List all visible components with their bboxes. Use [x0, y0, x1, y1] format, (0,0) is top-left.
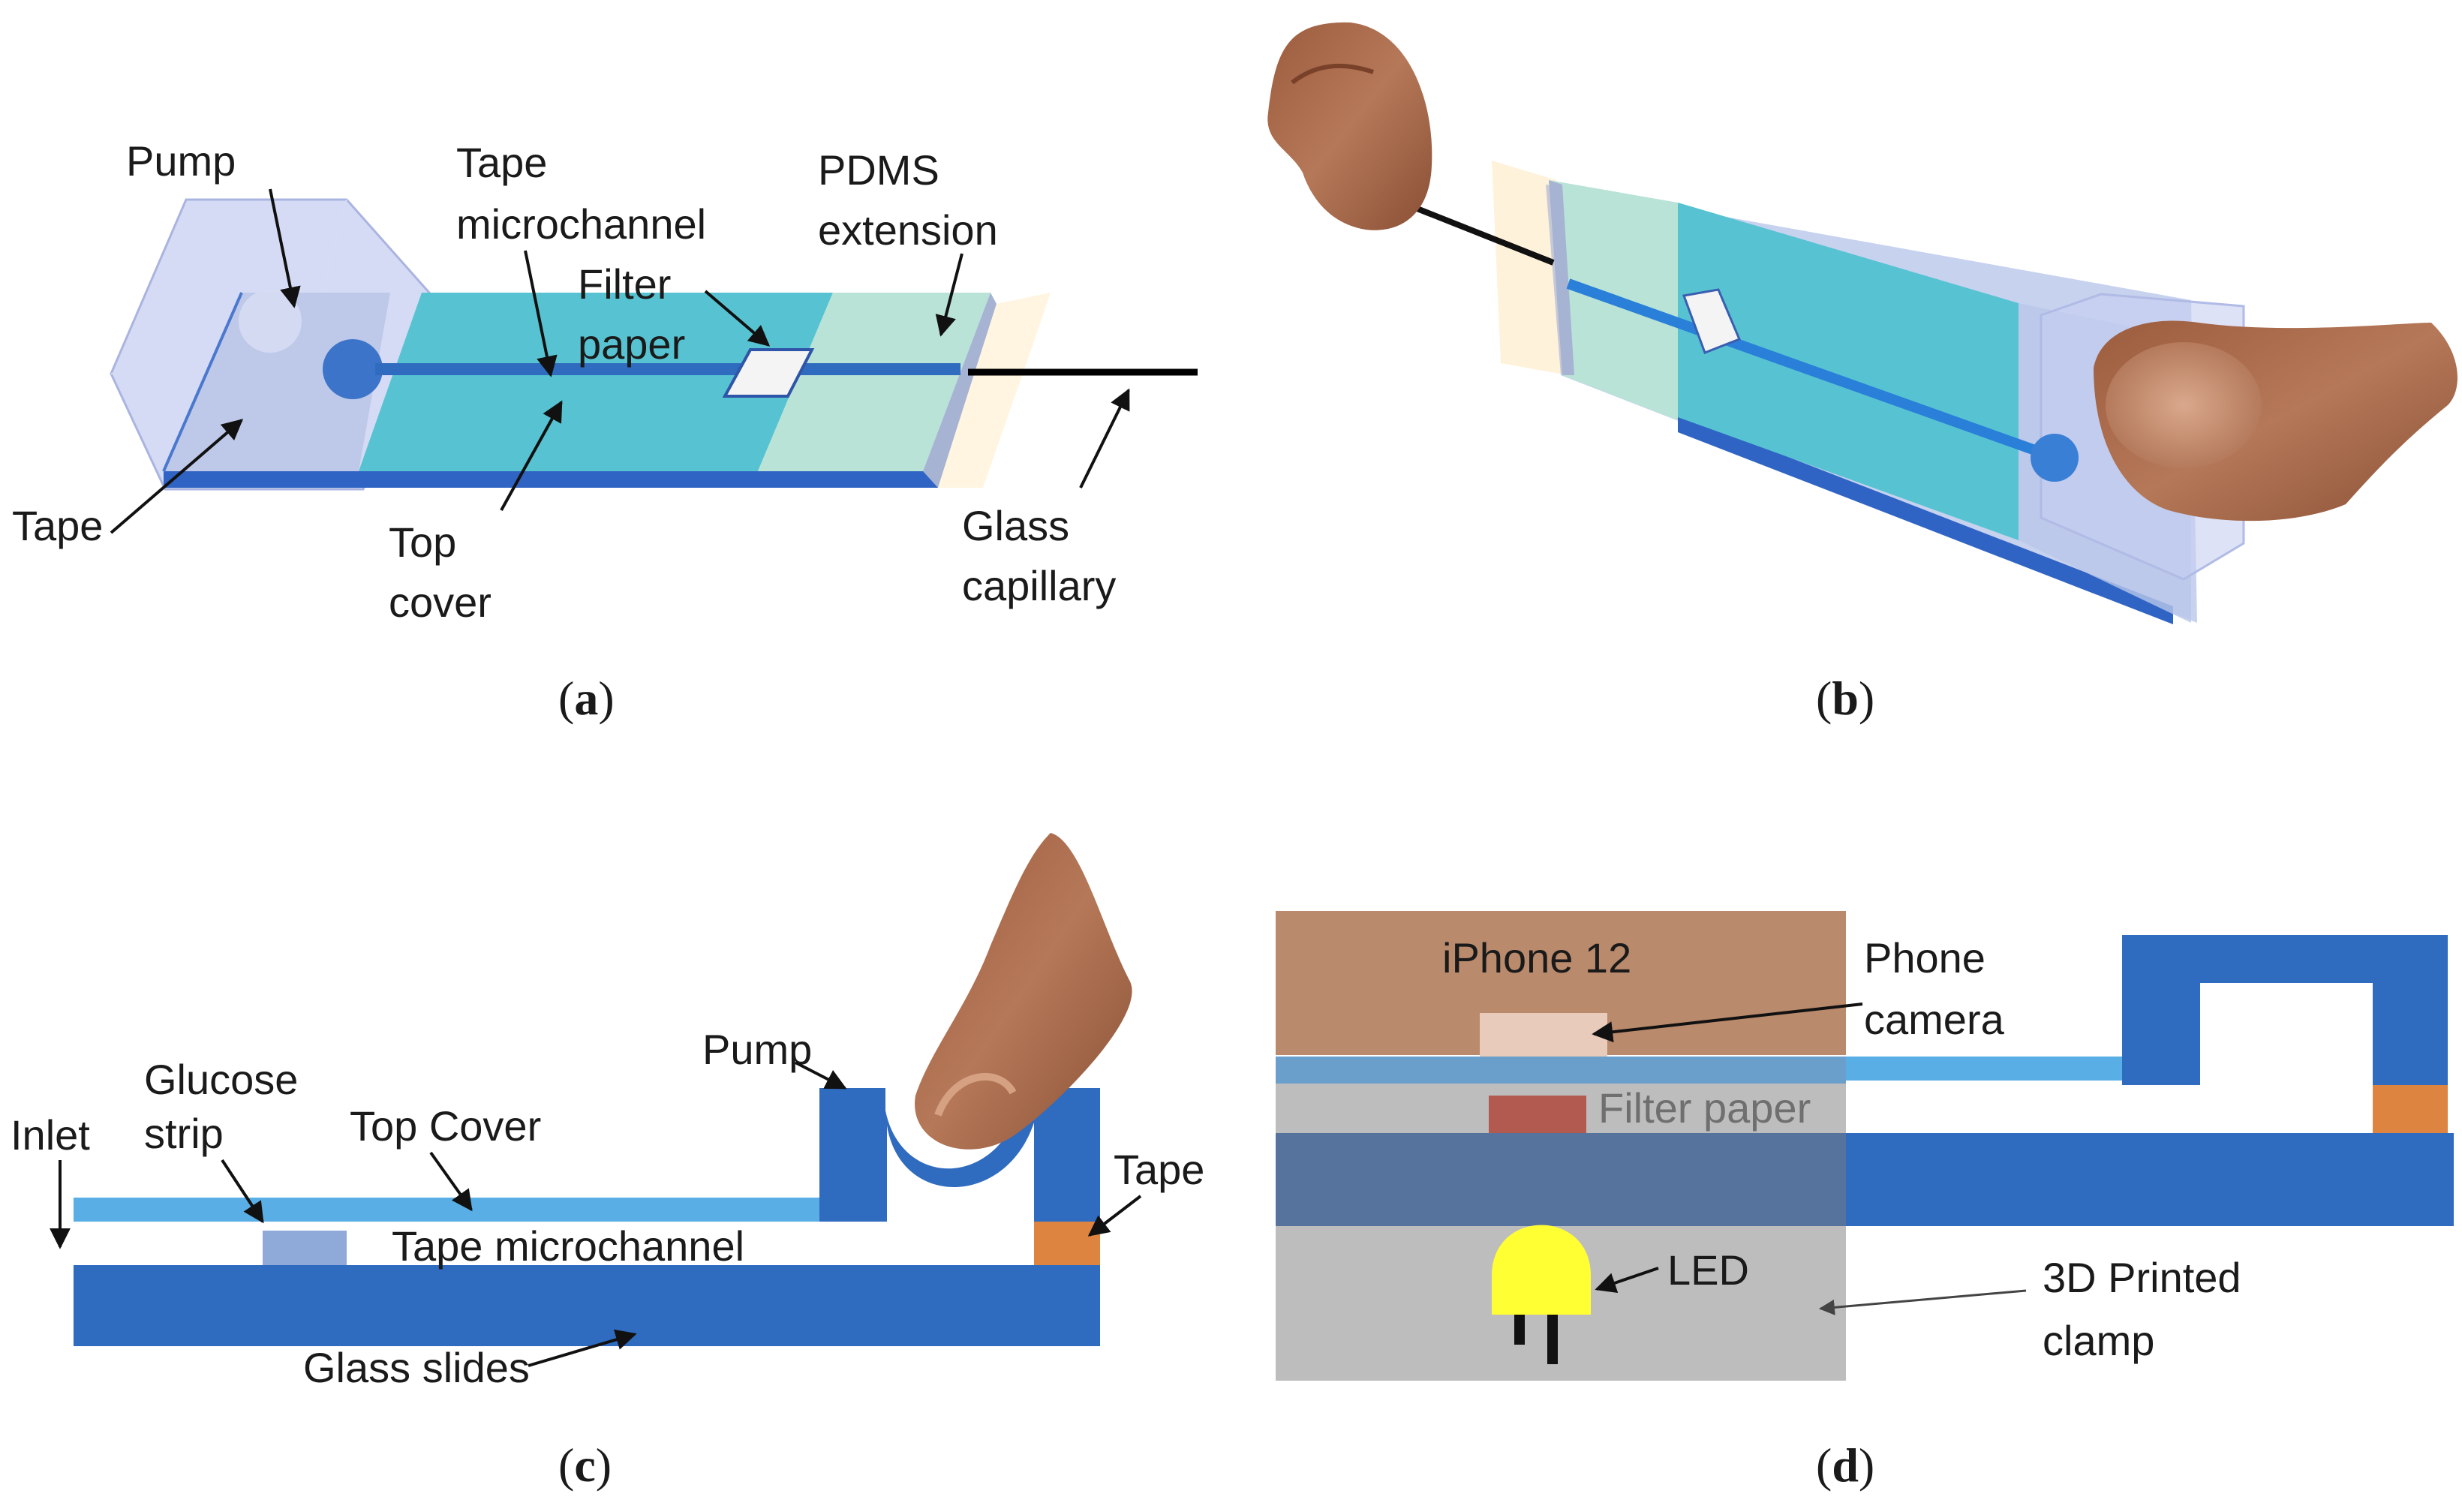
finger-c — [915, 833, 1132, 1150]
top-cover-c — [74, 1198, 824, 1222]
top-cover-d-left — [1276, 1057, 1846, 1084]
label-inlet: Inlet — [11, 1111, 90, 1159]
label-filter-paper-d: Filter paper — [1598, 1084, 1811, 1132]
label-phone-camera-1: Phone — [1864, 934, 1986, 981]
caption-c: (c) — [558, 1438, 612, 1492]
filter-paper-d — [1489, 1096, 1586, 1133]
pump-d — [2122, 935, 2448, 1085]
phone-camera — [1480, 1013, 1607, 1057]
microchannel-b — [1566, 278, 2058, 463]
channel-reservoir — [323, 339, 383, 399]
label-glass-slides: Glass slides — [303, 1344, 530, 1391]
filter-paper-a — [722, 348, 815, 398]
label-glucose-1: Glucose — [144, 1056, 298, 1103]
tape-d — [2373, 1085, 2448, 1133]
led-leg-2 — [1547, 1315, 1558, 1364]
pdms-plate-b — [1492, 161, 1568, 375]
thumb-nail-b — [2106, 342, 2262, 468]
tape-c — [1034, 1222, 1100, 1265]
glass-slide-d-left — [1276, 1133, 1846, 1226]
glass-slide-d-right — [1844, 1133, 2454, 1226]
caption-b: (b) — [1816, 672, 1874, 725]
panel-c: Inlet Glucose strip Top Cover Pump Tape … — [11, 833, 1204, 1492]
label-glass-capillary-2: capillary — [962, 562, 1116, 609]
label-top-cover-1: Top — [389, 519, 456, 566]
panel-d: iPhone 12 Phone camera Filter paper LED … — [1276, 911, 2454, 1492]
capillary-holder — [938, 293, 1051, 488]
label-clamp-2: clamp — [2043, 1317, 2154, 1364]
glass-slide-a — [164, 471, 938, 488]
label-pump-c: Pump — [702, 1026, 812, 1073]
label-glucose-2: strip — [144, 1110, 224, 1157]
panel-a: Pump Tape microchannel PDMS extension Fi… — [12, 137, 1198, 725]
label-led: LED — [1667, 1246, 1749, 1294]
panel-b: (b) — [1267, 22, 2457, 725]
label-glass-capillary-1: Glass — [962, 502, 1069, 549]
label-top-cover-c: Top Cover — [350, 1102, 541, 1150]
glucose-strip-c — [263, 1231, 347, 1265]
label-pump-a: Pump — [126, 137, 236, 185]
caption-a: (a) — [558, 672, 615, 725]
label-tape-c: Tape — [1114, 1146, 1204, 1193]
microchannel-a — [375, 363, 960, 375]
finger-left-b — [1267, 22, 1432, 230]
top-cover-b — [1678, 203, 2019, 540]
glass-slides-c — [74, 1265, 1100, 1346]
label-tape-microchannel-a1: Tape — [456, 139, 547, 186]
label-pdms-2: extension — [818, 206, 998, 254]
label-top-cover-2: cover — [389, 579, 491, 626]
label-clamp-1: 3D Printed — [2043, 1254, 2241, 1301]
label-tape-a: Tape — [12, 502, 103, 549]
filter-paper-b — [1682, 288, 1741, 354]
label-tape-microchannel-a2: microchannel — [456, 200, 706, 248]
top-cover-d-right — [1844, 1057, 2122, 1081]
led — [1492, 1225, 1591, 1315]
label-tape-microchannel-c: Tape microchannel — [392, 1222, 744, 1270]
top-cover-a — [359, 293, 833, 471]
label-filter-2: paper — [578, 320, 685, 368]
tape-layer — [164, 293, 390, 471]
label-iphone: iPhone 12 — [1442, 934, 1631, 981]
label-phone-camera-2: camera — [1864, 996, 2005, 1043]
caption-d: (d) — [1816, 1438, 1874, 1492]
led-leg-1 — [1514, 1315, 1525, 1345]
label-pdms-1: PDMS — [818, 146, 939, 194]
pump-dot-b — [2031, 434, 2079, 482]
pdms-extension — [758, 293, 991, 471]
label-filter-1: Filter — [578, 260, 671, 308]
